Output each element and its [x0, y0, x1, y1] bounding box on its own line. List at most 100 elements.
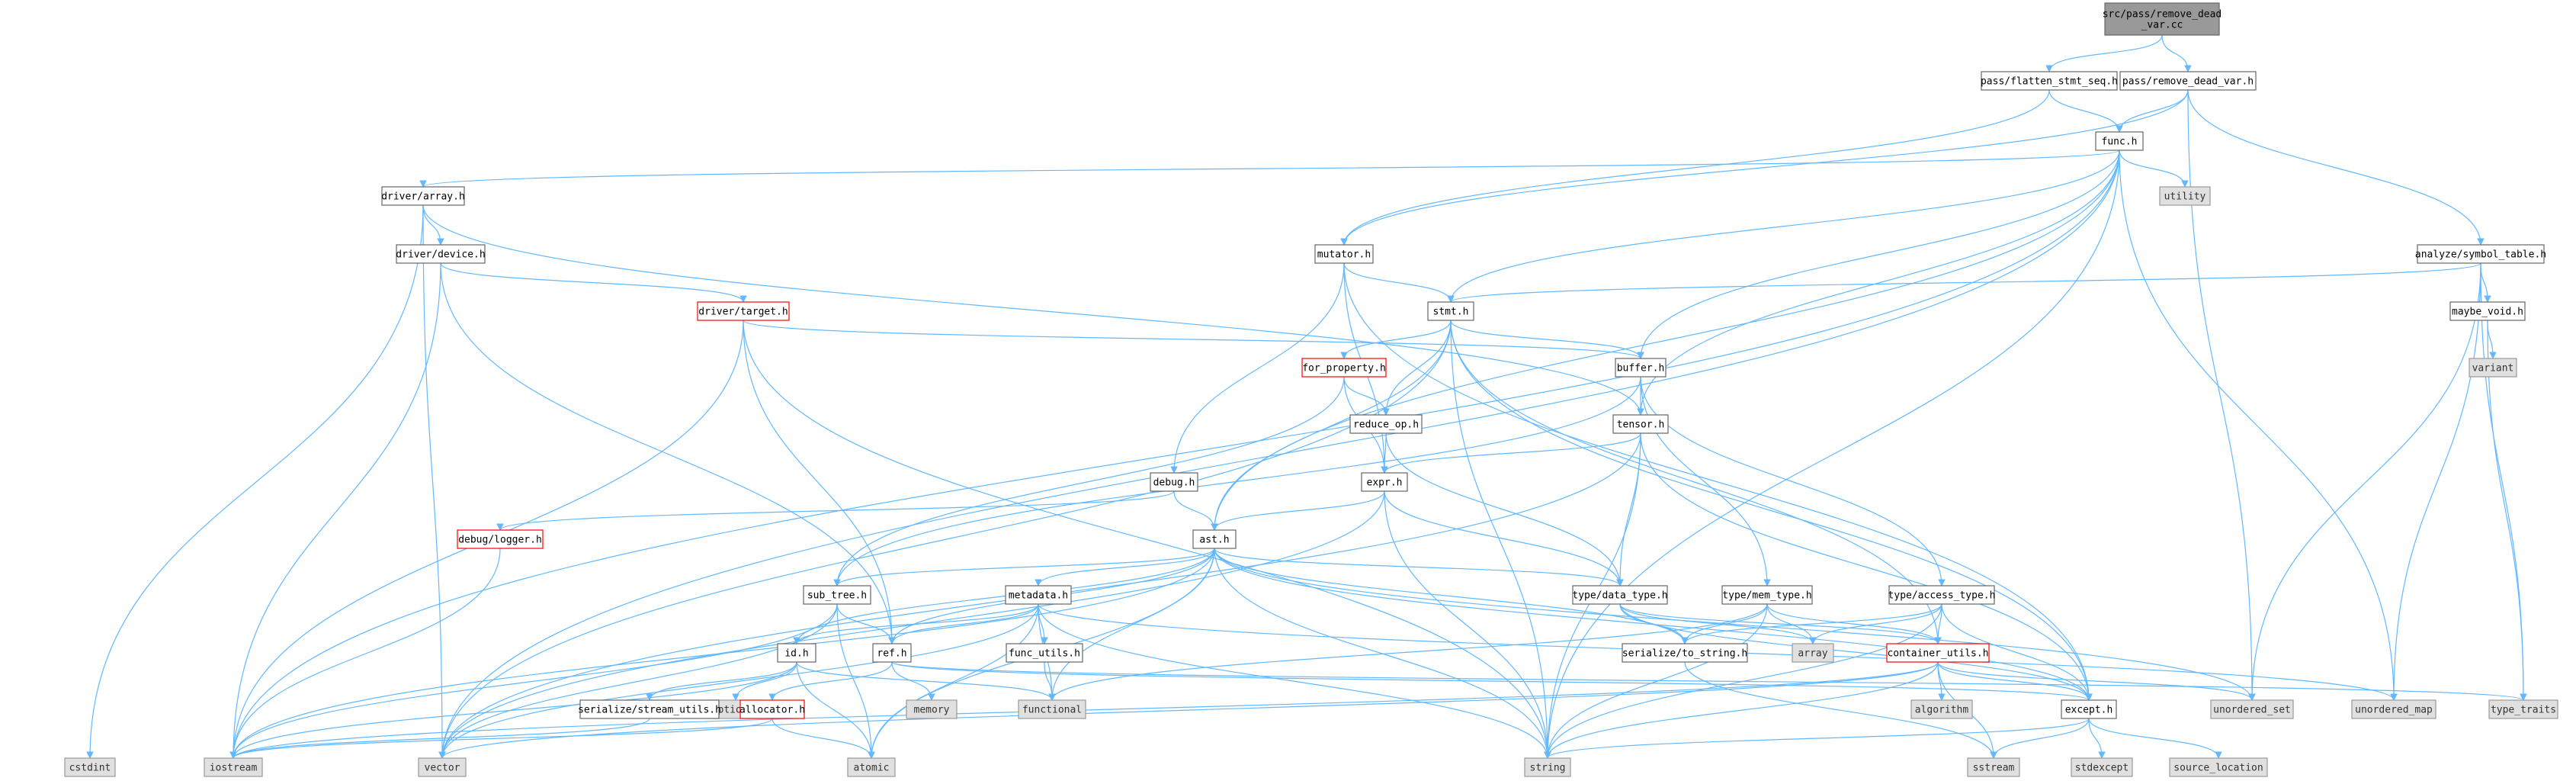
node-type-data[interactable]: type/data_type.h — [1572, 585, 1668, 605]
node-label: debug/logger.h — [458, 535, 542, 546]
node-reduce-op[interactable]: reduce_op.h — [1349, 414, 1423, 434]
node-expr[interactable]: expr.h — [1361, 472, 1408, 492]
node-type-mem[interactable]: type/mem_type.h — [1721, 585, 1813, 605]
node-box — [2169, 757, 2268, 777]
edge-stmt-to-for_property — [1340, 320, 1452, 359]
node-for-property[interactable]: for_property.h — [1301, 358, 1387, 378]
edge-ast-to-type_data — [1214, 548, 1624, 587]
edge-type_access-to-except — [1941, 603, 2093, 701]
node-box — [2061, 699, 2117, 719]
edge-stmt-to-ast — [1211, 320, 1452, 531]
edge-driver_device-to-driver_target — [440, 262, 747, 303]
edge-ast-to-except — [1214, 548, 2093, 701]
edge-id-to-atomic — [796, 661, 875, 759]
node-label: utility — [2164, 191, 2206, 203]
edge-id-to-optional — [732, 661, 797, 701]
edge-func-to-tensor — [1637, 149, 2120, 416]
node-box — [906, 699, 958, 719]
node-allocator[interactable]: allocator.h — [739, 699, 805, 719]
node-label: type_traits — [2491, 705, 2556, 716]
edge-metadata-to-vector — [438, 603, 1039, 759]
node-box — [1622, 643, 1748, 663]
node-label: for_property.h — [1302, 363, 1386, 374]
node-buffer[interactable]: buffer.h — [1615, 358, 1667, 378]
node-ref[interactable]: ref.h — [872, 643, 912, 663]
edge-tensor-to-except — [1640, 432, 2093, 701]
node-driver-array[interactable]: driver/array.h — [381, 186, 465, 206]
node-tensor[interactable]: tensor.h — [1612, 414, 1669, 434]
edge-remove_dead-to-analyze_symbol — [2187, 89, 2485, 246]
node-label: driver/array.h — [381, 191, 465, 203]
node-label: type/mem_type.h — [1722, 590, 1811, 602]
node-serialize-stream[interactable]: serialize/stream_utils.h — [578, 699, 721, 719]
node-metadata[interactable]: metadata.h — [1005, 585, 1072, 605]
node-flatten[interactable]: pass/flatten_stmt_seq.h — [1981, 71, 2118, 91]
node-driver-target[interactable]: driver/target.h — [697, 301, 790, 321]
node-box — [2417, 244, 2545, 264]
node-label: src/pass/remove_dead — [2103, 9, 2222, 21]
node-box — [418, 757, 467, 777]
node-stdexcept: stdexcept — [2071, 757, 2133, 777]
node-except[interactable]: except.h — [2061, 699, 2117, 719]
edge-driver_device-to-ref — [440, 262, 896, 644]
node-serialize-to-string[interactable]: serialize/to_string.h — [1622, 643, 1748, 663]
edge-type_mem-to-container_utils — [1766, 603, 1942, 644]
node-box — [2159, 186, 2211, 206]
node-box — [1301, 358, 1387, 378]
edge-serialize_stream-to-iostream — [229, 718, 650, 759]
node-box — [1886, 643, 1990, 663]
edge-stmt-to-buffer — [1450, 320, 1644, 359]
edge-driver_target-to-ref — [743, 320, 896, 644]
edge-type_mem-to-string — [1544, 603, 1768, 759]
node-root[interactable]: src/pass/remove_dead_var.cc — [2103, 2, 2222, 36]
node-container-utils[interactable]: container_utils.h — [1886, 643, 1990, 663]
node-label: ast.h — [1199, 535, 1229, 546]
edge-reduce_op-to-expr — [1381, 432, 1388, 474]
edge-flatten-to-func — [2048, 89, 2123, 133]
edge-analyze_symbol-to-stmt — [1447, 262, 2481, 303]
node-functional: functional — [1018, 699, 1086, 719]
edge-remove_dead-to-mutator — [1340, 89, 2189, 246]
edge-stmt-to-except — [1450, 320, 2093, 701]
edge-container_utils-to-string — [1544, 661, 1939, 759]
node-label: _var.cc — [2141, 20, 2183, 31]
node-label: allocator.h — [739, 705, 805, 716]
node-unordered-map: unordered_map — [2351, 699, 2436, 719]
node-type-access[interactable]: type/access_type.h — [1888, 585, 1996, 605]
edge-container_utils-to-unordered_set — [1937, 661, 2256, 701]
node-func-utils[interactable]: func_utils.h — [1006, 643, 1083, 663]
edge-expr-to-string — [1384, 490, 1551, 759]
node-label: unordered_set — [2213, 705, 2291, 716]
node-label: debug.h — [1153, 477, 1195, 489]
node-driver-device[interactable]: driver/device.h — [396, 244, 486, 264]
node-label: string — [1530, 763, 1566, 774]
node-label: iostream — [210, 763, 258, 774]
node-id[interactable]: id.h — [777, 643, 816, 663]
edge-flatten-to-mutator — [1340, 89, 2050, 246]
node-maybe-void[interactable]: maybe_void.h — [2449, 301, 2526, 321]
edge-func-to-vector — [438, 149, 2120, 759]
node-label: maybe_void.h — [2452, 307, 2523, 318]
node-func[interactable]: func.h — [2095, 131, 2144, 151]
node-stmt[interactable]: stmt.h — [1427, 301, 1474, 321]
node-box — [697, 301, 790, 321]
node-analyze-symbol[interactable]: analyze/symbol_table.h — [2415, 244, 2546, 264]
node-box — [847, 757, 896, 777]
node-box — [739, 699, 805, 719]
node-label: func_utils.h — [1009, 648, 1080, 660]
node-cstdint: cstdint — [64, 757, 116, 777]
node-box — [1349, 414, 1423, 434]
node-debug[interactable]: debug.h — [1150, 472, 1198, 492]
edge-debug-to-debug_logger — [496, 490, 1175, 531]
node-ast[interactable]: ast.h — [1192, 529, 1237, 549]
edge-container_utils-to-except — [1937, 661, 2093, 701]
edge-stmt-to-vector — [438, 320, 1452, 759]
node-sub-tree[interactable]: sub_tree.h — [803, 585, 871, 605]
node-debug-logger[interactable]: debug/logger.h — [457, 529, 544, 549]
node-mutator[interactable]: mutator.h — [1314, 244, 1374, 264]
node-remove-dead[interactable]: pass/remove_dead_var.h — [2119, 71, 2257, 91]
node-box — [1150, 472, 1198, 492]
node-box — [1427, 301, 1474, 321]
edge-layer — [86, 34, 2527, 759]
node-box — [1792, 643, 1834, 663]
